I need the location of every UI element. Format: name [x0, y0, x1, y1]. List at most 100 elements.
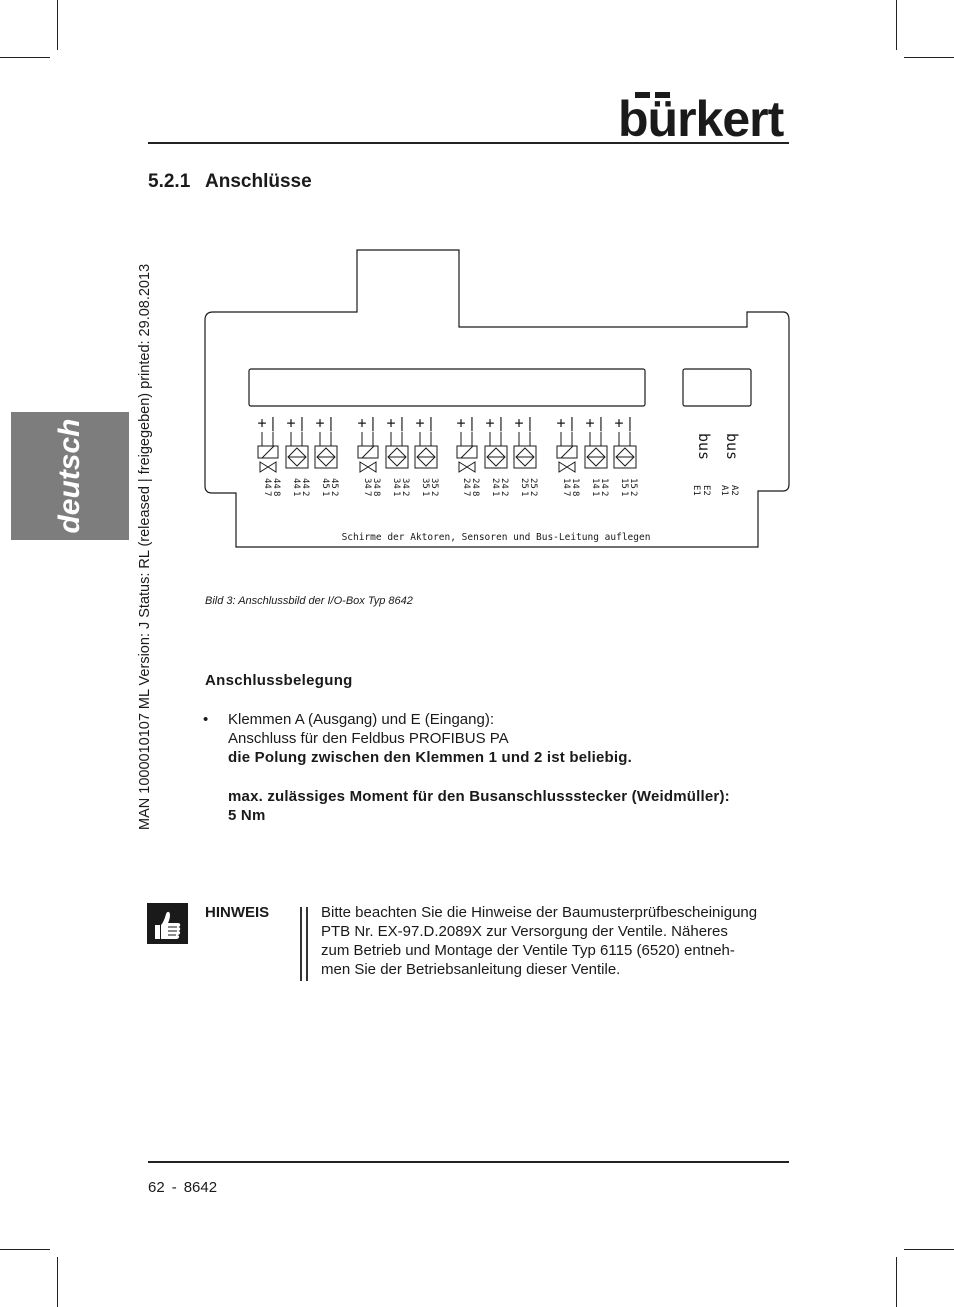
sensor-symbol-box	[484, 445, 508, 469]
note-line: Bitte beachten Sie die Hinweise der Baum…	[321, 904, 758, 921]
terminal-label-suffix: 1	[619, 491, 629, 496]
terminal-label: 44	[291, 478, 301, 489]
terminal-label-suffix: 1	[320, 491, 330, 496]
diagram-note: Schirme der Aktoren, Sensoren und Bus-Le…	[342, 532, 651, 543]
terminal-label-suffix: 2	[528, 491, 538, 496]
terminal-label: 14	[570, 478, 580, 489]
terminal-lead	[261, 432, 274, 446]
terminal-label-suffix: 7	[362, 491, 372, 496]
terminal-label-suffix: 7	[262, 491, 272, 496]
terminal-label-suffix: 2	[300, 491, 310, 496]
terminal-label-suffix: 8	[371, 491, 381, 496]
terminal-label: 24	[470, 478, 480, 489]
language-tab-label: deutsch	[53, 418, 86, 534]
terminal-label: 35	[429, 478, 439, 489]
bus-label-left: bus	[695, 433, 713, 460]
note-divider	[300, 907, 302, 981]
terminal-label-suffix: 1	[519, 491, 529, 496]
terminal-lead	[361, 432, 374, 446]
figure-caption: Bild 3: Anschlussbild der I/O-Box Typ 86…	[205, 595, 413, 607]
terminal-lead	[618, 432, 631, 446]
section-title-text: Anschlüsse	[205, 171, 312, 192]
terminal-plus-sign: +	[485, 414, 494, 432]
terminal-label: 24	[461, 478, 471, 489]
sensor-symbol-box	[385, 445, 409, 469]
valve-symbol	[357, 445, 379, 473]
terminal-label: 34	[362, 478, 372, 489]
note-line: zum Betrieb und Montage der Ventile Typ …	[321, 942, 735, 959]
terminal-label: 15	[619, 478, 629, 489]
terminal-label: 45	[320, 478, 330, 489]
bullet-line: Klemmen A (Ausgang) und E (Eingang):	[228, 711, 494, 728]
terminal-label: 34	[391, 478, 401, 489]
valve-symbol	[456, 445, 478, 473]
sensor-symbol	[387, 447, 407, 467]
terminal-plus-sign: +	[415, 414, 424, 432]
terminal-minus-sign: |	[327, 416, 335, 432]
terminal-lead	[489, 432, 502, 446]
page-number: 62	[148, 1179, 165, 1196]
terminal-minus-sign: |	[298, 416, 306, 432]
terminal-label: 25	[528, 478, 538, 489]
terminal-minus-sign: |	[497, 416, 505, 432]
sensor-symbol	[515, 447, 535, 467]
note-line: PTB Nr. EX-97.D.2089X zur Versorgung der…	[321, 923, 728, 940]
language-tab: deutsch	[11, 412, 129, 540]
terminal-plus-sign: +	[286, 414, 295, 432]
terminal-label: 34	[400, 478, 410, 489]
sensor-symbol	[316, 447, 336, 467]
bus-label-right: bus	[723, 433, 741, 460]
housing-outline	[204, 249, 790, 548]
bold-line: die Polung zwischen den Klemmen 1 und 2 …	[228, 749, 632, 766]
terminal-label-suffix: 2	[599, 491, 609, 496]
sensor-symbol-box	[513, 445, 537, 469]
crop-mark	[896, 1257, 897, 1307]
terminal-plus-sign: +	[456, 414, 465, 432]
terminal-label-suffix: 7	[461, 491, 471, 496]
terminal-label-suffix: 8	[570, 491, 580, 496]
sensor-symbol-box	[414, 445, 438, 469]
terminal-label-suffix: 1	[291, 491, 301, 496]
terminal-label: 25	[519, 478, 529, 489]
terminal-label-suffix: 1	[490, 491, 500, 496]
terminal-plus-sign: +	[257, 414, 266, 432]
terminal-label: 24	[490, 478, 500, 489]
terminal-label: 44	[271, 478, 281, 489]
terminal-lead	[290, 432, 303, 446]
terminal-plus-sign: +	[315, 414, 324, 432]
display-window	[248, 368, 646, 407]
connection-diagram: +|447448+|441442+|451452+|347348+|341342…	[204, 249, 790, 548]
terminal-minus-sign: |	[568, 416, 576, 432]
footer-separator: -	[171, 1179, 177, 1196]
terminal-minus-sign: |	[597, 416, 605, 432]
terminal-label-suffix: 1	[420, 491, 430, 496]
sensor-symbol	[486, 447, 506, 467]
bullet-line: Anschluss für den Feldbus PROFIBUS PA	[228, 730, 509, 747]
valve-symbol	[556, 445, 578, 473]
terminal-label: 15	[628, 478, 638, 489]
terminal-plus-sign: +	[614, 414, 623, 432]
terminal-lead	[319, 432, 332, 446]
terminal-minus-sign: |	[526, 416, 534, 432]
crop-mark	[896, 0, 897, 50]
header-rule	[148, 142, 789, 144]
terminal-label-suffix: 2	[429, 491, 439, 496]
bullet-symbol: •	[203, 711, 209, 728]
bus-terminal-e1: E1	[691, 485, 701, 496]
section-number: 5.2.1	[148, 171, 191, 192]
note-text: Bitte beachten Sie die Hinweise der Baum…	[321, 903, 757, 979]
sensor-symbol-box	[285, 445, 309, 469]
terminal-plus-sign: +	[357, 414, 366, 432]
page-footer: 62-8642	[148, 1179, 217, 1196]
terminal-label-suffix: 8	[271, 491, 281, 496]
terminal-minus-sign: |	[427, 416, 435, 432]
note-divider	[306, 907, 308, 981]
terminal-lead	[560, 432, 573, 446]
sensor-symbol-box	[613, 445, 637, 469]
thumbs-up-icon	[147, 903, 188, 944]
bus-terminal-a1: A1	[719, 485, 729, 496]
terminal-label: 24	[499, 478, 509, 489]
terminal-lead	[518, 432, 531, 446]
terminal-minus-sign: |	[468, 416, 476, 432]
footer-rule	[148, 1161, 789, 1163]
